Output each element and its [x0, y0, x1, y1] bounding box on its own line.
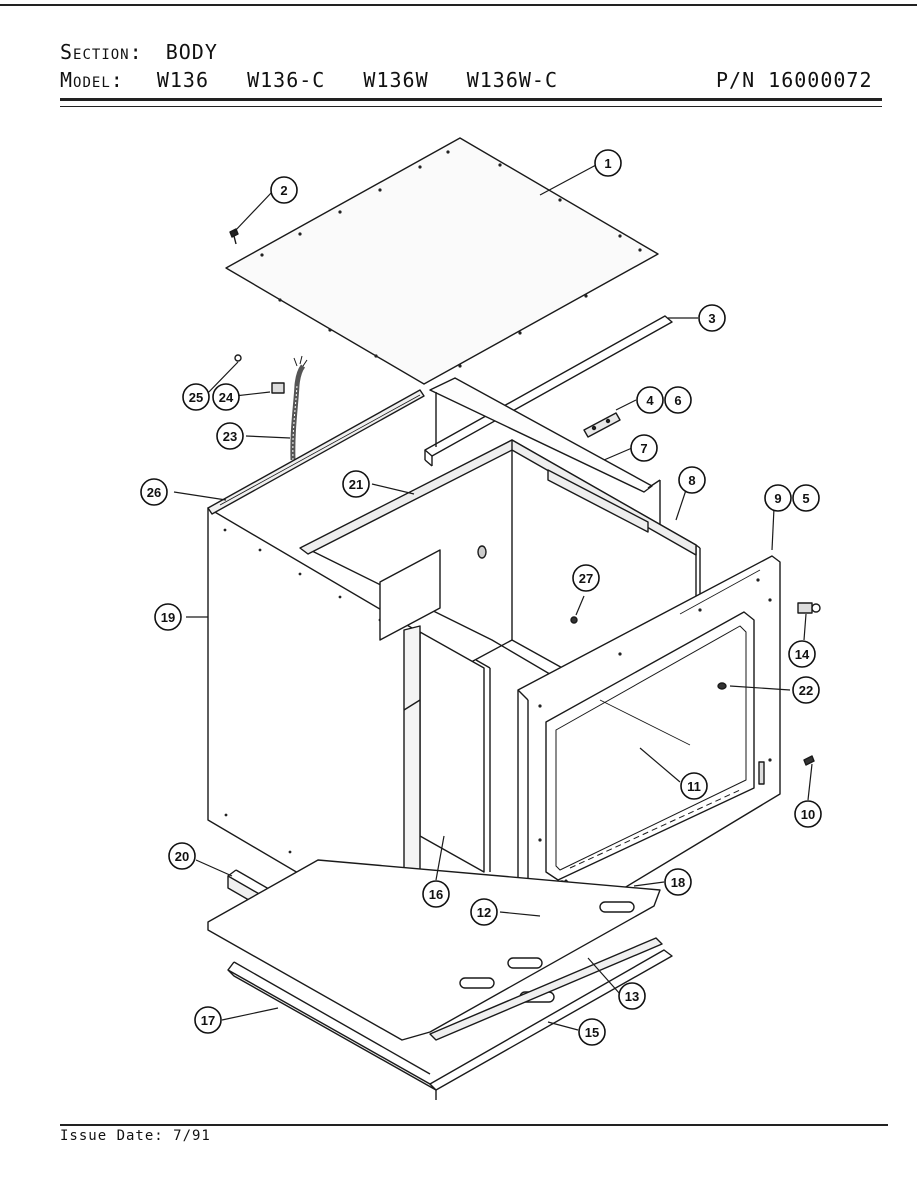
callout-9: 9: [764, 484, 792, 512]
callout-27: 27: [572, 564, 600, 592]
svg-text:2: 2: [280, 183, 287, 198]
callout-14: 14: [788, 640, 816, 668]
svg-text:26: 26: [147, 485, 161, 500]
leader-lines: [173, 164, 813, 1031]
svg-text:20: 20: [175, 849, 189, 864]
front-rail: [424, 315, 673, 467]
model-label: Model:: [60, 68, 124, 92]
left-side-panel: [207, 389, 425, 941]
screw-part-10: [803, 755, 815, 766]
svg-text:27: 27: [579, 571, 593, 586]
svg-text:24: 24: [219, 390, 234, 405]
callout-7: 7: [630, 434, 658, 462]
callout-6: 6: [664, 386, 692, 414]
callout-10: 10: [794, 800, 822, 828]
svg-text:25: 25: [189, 390, 203, 405]
svg-text:7: 7: [640, 441, 647, 456]
svg-text:17: 17: [201, 1013, 215, 1028]
svg-text:23: 23: [223, 429, 237, 444]
svg-text:15: 15: [585, 1025, 599, 1040]
svg-text:10: 10: [801, 807, 815, 822]
bracket-part-4: [583, 412, 621, 438]
callout-11: 11: [680, 772, 708, 800]
right-rail: [547, 469, 661, 533]
callout-5: 5: [792, 484, 820, 512]
callout-4: 4: [636, 386, 664, 414]
top-panel: [225, 137, 659, 385]
svg-text:6: 6: [674, 393, 681, 408]
svg-text:9: 9: [774, 491, 781, 506]
callout-19: 19: [154, 603, 182, 631]
header-rule-thin: [60, 106, 882, 107]
callout-1: 1: [594, 149, 622, 177]
callout-17: 17: [194, 1006, 222, 1034]
callout-23: 23: [216, 422, 244, 450]
footer-rule: [60, 1124, 888, 1126]
power-cord: [234, 354, 308, 461]
svg-text:21: 21: [349, 477, 363, 492]
callout-21: 21: [342, 470, 370, 498]
callout-26: 26: [140, 478, 168, 506]
section-line: Section: BODY: [60, 40, 218, 64]
svg-text:19: 19: [161, 610, 175, 625]
section-value: BODY: [165, 40, 218, 64]
page-header: Section: BODY Model: W136 W136-C W136W W…: [0, 0, 917, 120]
svg-text:12: 12: [477, 905, 491, 920]
front-frame: [517, 555, 781, 947]
screw-part-2: [229, 228, 239, 245]
svg-text:3: 3: [708, 311, 715, 326]
callout-25: 25: [182, 383, 210, 411]
svg-text:4: 4: [646, 393, 654, 408]
svg-text:13: 13: [625, 989, 639, 1004]
switch-part-14: [797, 602, 821, 614]
callout-8: 8: [678, 466, 706, 494]
callout-13: 13: [618, 982, 646, 1010]
section-label: Section:: [60, 40, 143, 64]
callout-20: 20: [168, 842, 196, 870]
callout-24: 24: [212, 383, 240, 411]
callout-22: 22: [792, 676, 820, 704]
svg-text:1: 1: [604, 156, 611, 171]
window-opening: [599, 699, 691, 746]
top-rule: [0, 4, 917, 6]
callout-15: 15: [578, 1018, 606, 1046]
callout-2: 2: [270, 176, 298, 204]
svg-text:16: 16: [429, 887, 443, 902]
svg-text:8: 8: [688, 473, 695, 488]
callout-3: 3: [698, 304, 726, 332]
callout-18: 18: [664, 868, 692, 896]
svg-text:14: 14: [795, 647, 810, 662]
svg-text:18: 18: [671, 875, 685, 890]
callout-12: 12: [470, 898, 498, 926]
part-number: P/N 16000072: [716, 68, 873, 92]
svg-text:22: 22: [799, 683, 813, 698]
model-line: Model: W136 W136-C W136W W136W-C: [60, 68, 558, 92]
callouts: 1 2 3 4 6 7 8 9 5 25 24 23 26 21 27 19 1…: [140, 149, 822, 1046]
issue-date: Issue Date: 7/91: [60, 1128, 211, 1144]
center-divider-panel: [403, 625, 491, 941]
svg-text:5: 5: [802, 491, 809, 506]
bottom-front-rail: [429, 937, 663, 1041]
callout-16: 16: [422, 880, 450, 908]
model-list: W136 W136-C W136W W136W-C: [156, 68, 558, 92]
header-rule-thick: [60, 98, 882, 101]
svg-text:11: 11: [687, 779, 701, 794]
